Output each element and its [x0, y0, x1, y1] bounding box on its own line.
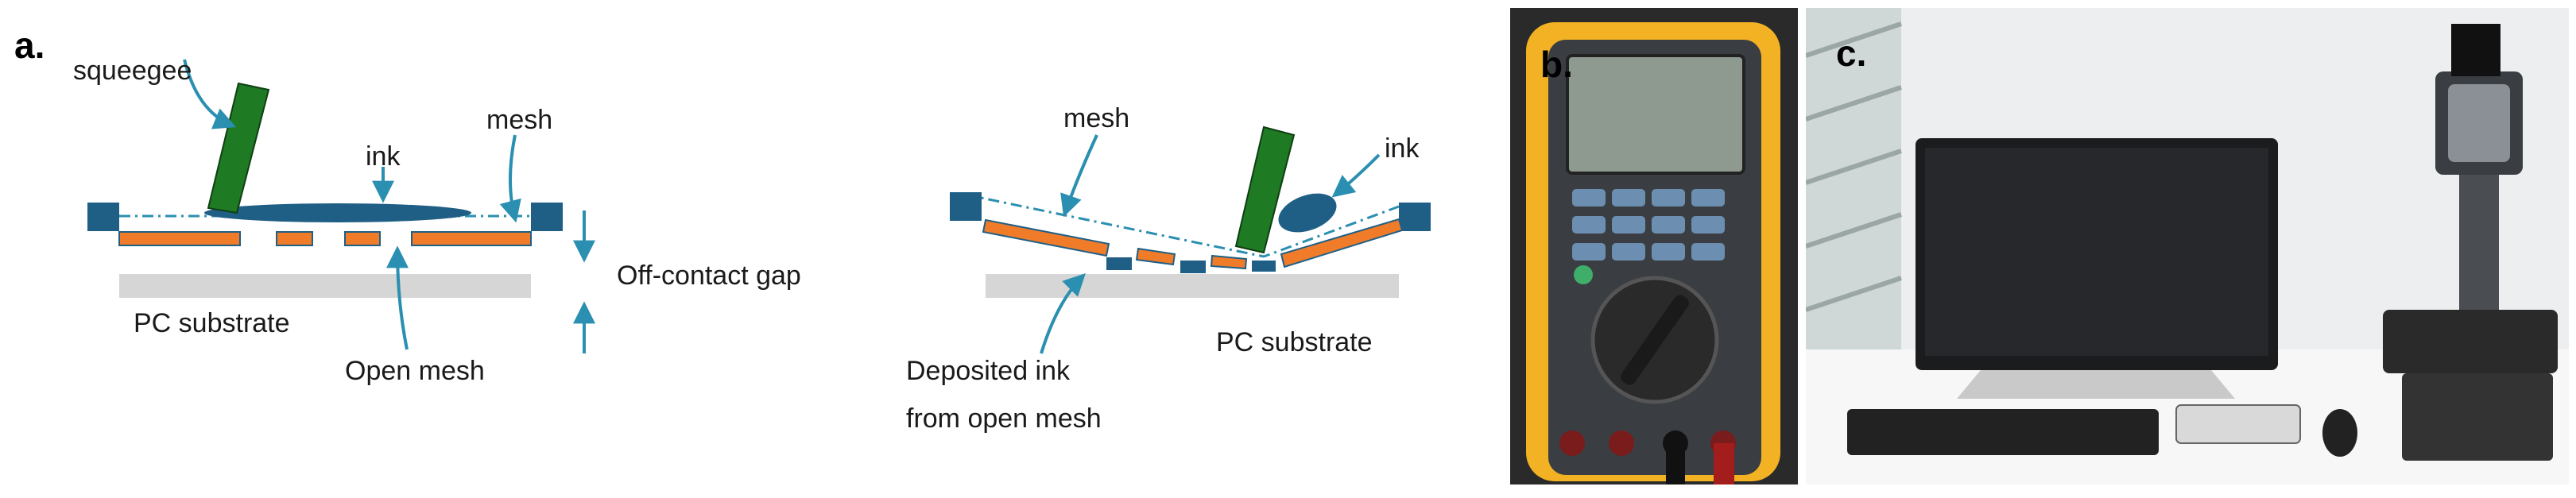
open-mesh-arrow — [386, 245, 409, 350]
pc-substrate-label-left: PC substrate — [134, 308, 290, 338]
pc-substrate-left — [119, 274, 531, 298]
off-contact-gap-label: Off-contact gap — [617, 261, 801, 291]
ink-label-left: ink — [366, 141, 401, 172]
deposited-ink-label-line1: Deposited ink — [906, 356, 1071, 386]
panel-a-diagram: a. squeegee ink mesh Off-contact gap PC … — [14, 25, 1431, 434]
ink-label-right: ink — [1385, 133, 1420, 164]
frame-block-right-1 — [950, 192, 982, 221]
panel-b-photo: b. — [1510, 8, 1798, 484]
squeegee-left — [207, 82, 270, 214]
open-mesh-label: Open mesh — [345, 356, 485, 386]
squeegee-label: squeegee — [73, 56, 192, 86]
window-blinds — [1806, 8, 1902, 349]
mesh-bar — [1135, 247, 1176, 266]
deposited-ink — [1252, 261, 1276, 272]
screen-printing-schematic — [87, 59, 1431, 354]
multimeter-buttons — [1572, 189, 1725, 261]
ink-arrow-right — [1331, 153, 1381, 198]
frame-block-right-2 — [1399, 203, 1431, 231]
panel-a-letter: a. — [14, 25, 45, 66]
frame-block-left-2 — [531, 203, 563, 231]
ink-puddle-left — [204, 203, 471, 222]
mesh-label-right: mesh — [1063, 103, 1130, 133]
pc-substrate-label-right: PC substrate — [1216, 327, 1373, 357]
deposited-ink — [1180, 261, 1206, 273]
deposited-ink-label-line2: from open mesh — [906, 403, 1102, 434]
mesh-bar — [276, 231, 313, 246]
squeegee-right — [1234, 125, 1296, 254]
mesh-bar — [411, 231, 532, 246]
deposited-ink-arrow — [1040, 273, 1086, 354]
ink-blob-right — [1278, 193, 1337, 233]
frame-block-left-1 — [87, 203, 119, 231]
panel-c-photo: c. — [1806, 8, 2569, 484]
mesh-label-left: mesh — [486, 105, 553, 135]
multimeter-image — [1510, 8, 1798, 484]
mesh-arrow-right — [1060, 134, 1098, 218]
microscope — [2383, 24, 2558, 461]
pc-substrate-right — [986, 274, 1399, 298]
mesh-bar — [344, 231, 381, 246]
keyboard — [1847, 409, 2159, 455]
mesh-bar — [1280, 218, 1404, 268]
panel-c-letter: c. — [1836, 33, 1867, 74]
mouse — [2322, 409, 2357, 457]
panel-b-letter: b. — [1540, 44, 1573, 85]
deposited-ink — [1106, 257, 1132, 270]
digital-microscope-station-image — [1806, 8, 2569, 484]
mesh-bar — [982, 218, 1110, 257]
stage-controller — [2175, 404, 2301, 444]
squeegee-arrow — [183, 59, 237, 129]
mesh-bar — [1210, 254, 1248, 270]
mesh-arrow-left — [499, 134, 521, 223]
mesh-bar — [118, 231, 241, 246]
multimeter-lcd — [1566, 54, 1745, 175]
